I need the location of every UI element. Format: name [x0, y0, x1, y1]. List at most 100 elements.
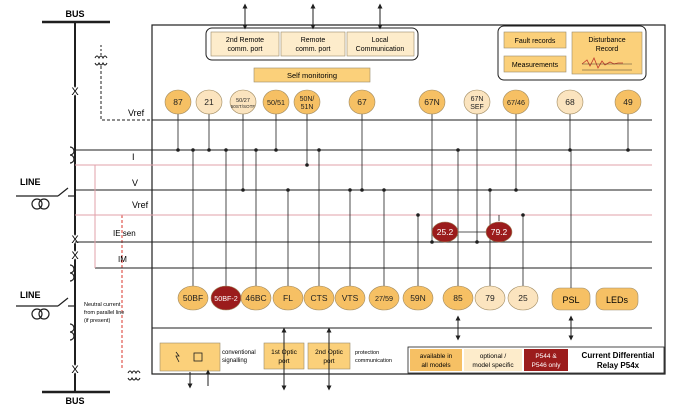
comm-port-remote-2 [210, 31, 280, 57]
bottom-cts-label-1: CTS [311, 293, 328, 303]
vt-connection-dashed [100, 66, 152, 121]
top-50n-51n-junction [305, 163, 309, 167]
ct-symbol-3 [69, 323, 75, 341]
bottom-vts-junction [348, 188, 352, 192]
bottom-50bf-2-label-1: 50BF-2 [214, 294, 238, 303]
line-tap-1 [16, 187, 75, 210]
disturbance-label-1: Disturbance [588, 37, 625, 44]
bottom-fl-block [272, 285, 304, 311]
signal-label-im: IM [118, 255, 127, 264]
top-67n-sef-junction [475, 240, 479, 244]
product-title-1: Current Differential [582, 351, 655, 360]
bottom-vts-label-1: VTS [342, 293, 359, 303]
top-67n-sef-block [463, 89, 491, 115]
top-50-51-block [262, 89, 290, 115]
bottom-59n-junction [416, 213, 420, 217]
bottom-85-junction [456, 148, 460, 152]
breaker-mark-2: X [71, 234, 79, 246]
bottom-85-block [442, 285, 474, 311]
bottom-50bf-block [177, 285, 209, 311]
top-50-27-50st-sotf-junction [241, 188, 245, 192]
comm-port-local-line1: Local [372, 37, 389, 44]
bottom-25-junction [521, 213, 525, 217]
bottom-79-junction [488, 188, 492, 192]
mid-25-2-block [431, 221, 459, 243]
top-50n-51n-block [293, 89, 321, 115]
top-67-46-junction [514, 188, 518, 192]
psl-label: PSL [562, 295, 579, 305]
legend-optional-swatch [464, 349, 522, 371]
top-67-junction [360, 188, 364, 192]
vt-symbol-top [94, 45, 108, 66]
function-connections [176, 104, 630, 288]
legend-optional-1: optional / [480, 353, 507, 360]
bus-label-bottom: BUS [65, 396, 84, 406]
top-87-block [164, 89, 192, 115]
breaker-mark-1: X [71, 86, 79, 98]
top-49-label-1: 49 [623, 97, 633, 107]
top-67n-label-1: 67N [424, 97, 440, 107]
top-67-46-label-1: 67/46 [507, 98, 525, 107]
top-68-label-1: 68 [565, 97, 575, 107]
breaker-mark-4: X [71, 364, 79, 376]
conventional-signalling-box [159, 342, 221, 372]
fault-records-label: Fault records [515, 38, 556, 45]
opto-input-icon [193, 352, 203, 362]
relay-outline [151, 24, 666, 375]
neutral-note-1: Neutral current [84, 302, 121, 308]
top-87-junction [176, 148, 180, 152]
conventional-label-1: conventional [222, 350, 256, 356]
legend-available-1: available in [420, 353, 453, 360]
signal-label-vref-mid: Vref [132, 200, 149, 210]
bottom-25-block [507, 285, 539, 311]
bottom-59n-block [402, 285, 434, 311]
comm-port-remote-2-line1: 2nd Remote [226, 37, 264, 44]
bottom-27-59-junction [382, 188, 386, 192]
top-67n-block [418, 89, 446, 115]
top-50n-51n-label-2: 51N [301, 104, 314, 111]
leds-block [595, 287, 639, 311]
bottom-46bc-block [240, 285, 272, 311]
top-49-block [614, 89, 642, 115]
bottom-25-label-1: 25 [518, 293, 528, 303]
legend-p544-1: P544 & [535, 353, 557, 360]
fault-records-box [503, 31, 567, 49]
leds-label: LEDs [606, 295, 629, 305]
bottom-79-label-1: 79 [485, 293, 495, 303]
protection-comm-label-2: communication [355, 358, 392, 364]
comm-port-remote-1-line2: comm. port [295, 46, 330, 53]
top-50n-51n-label-1: 50N/ [300, 96, 315, 103]
legend-available-2: all models [421, 362, 451, 369]
top-67-label-1: 67 [357, 97, 367, 107]
neutral-note-3: (if present) [84, 318, 110, 324]
top-67-block [348, 89, 376, 115]
top-49-junction [626, 148, 630, 152]
top-50-27-50st-sotf-label-1: 50/27 [236, 98, 250, 104]
product-title-2: Relay P54x [597, 361, 640, 370]
relay-contact-icon [175, 351, 180, 363]
top-68-block [556, 89, 584, 115]
breaker-mark-3: X [71, 250, 79, 262]
legend-available-swatch [410, 349, 462, 371]
bottom-fl-label-1: FL [283, 293, 293, 303]
top-21-label-1: 21 [204, 97, 214, 107]
ct-symbol-2 [69, 264, 75, 282]
bottom-cts-junction [317, 148, 321, 152]
bottom-vts-block [334, 285, 366, 311]
disturbance-label-2: Record [596, 46, 619, 53]
top-87-label-1: 87 [173, 97, 183, 107]
self-monitoring-label: Self monitoring [287, 71, 337, 80]
comm-port-remote-1 [280, 31, 346, 57]
comm-port-remote-1-line1: Remote [301, 37, 326, 44]
bottom-85-label-1: 85 [453, 293, 463, 303]
bottom-46bc-label-1: 46BC [245, 293, 266, 303]
conventional-label-2: signalling [222, 358, 247, 364]
ct-symbol-1 [69, 146, 75, 164]
bottom-50bf-junction [191, 148, 195, 152]
bottom-27-59-label-1: 27/59 [375, 294, 393, 303]
bottom-59n-label-1: 59N [410, 293, 426, 303]
top-50-51-label-1: 50/51 [267, 98, 285, 107]
